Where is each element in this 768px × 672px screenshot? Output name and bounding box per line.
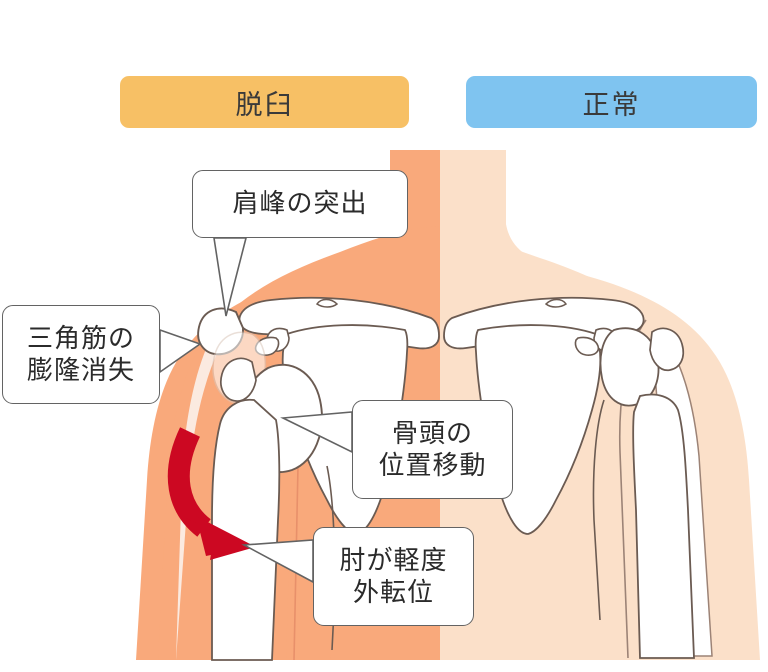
callout-humeral-head-text: 骨頭の 位置移動 (378, 417, 487, 480)
callout-deltoid: 三角筋の 膨隆消失 (2, 305, 160, 404)
clavicle-tubercle-normal (544, 298, 568, 308)
header-pill-normal: 正常 (466, 76, 757, 128)
motion-arrow (167, 427, 254, 560)
header-label-dislocated: 脱臼 (235, 89, 294, 120)
leader-humeral-head (280, 411, 353, 454)
callout-acromion: 肩峰の突出 (192, 170, 408, 238)
callout-acromion-text: 肩峰の突出 (232, 188, 368, 219)
leader-acromion (213, 237, 248, 317)
leader-deltoid (159, 328, 202, 374)
glenoid-notch-normal (574, 336, 600, 356)
callout-elbow: 肘が軽度 外転位 (313, 527, 474, 626)
axillary-border-normal (592, 399, 605, 621)
clavicle-tubercle-dislocated (315, 298, 339, 308)
header-label-normal: 正常 (582, 89, 641, 120)
callout-deltoid-text: 三角筋の 膨隆消失 (26, 322, 135, 385)
humerus-shaft-normal (632, 393, 695, 659)
body-normal-side (440, 150, 760, 660)
callout-humeral-head: 骨頭の 位置移動 (352, 400, 513, 499)
greater-tubercle-normal (649, 327, 685, 372)
leader-elbow (241, 539, 314, 584)
neck-normal (440, 150, 506, 230)
callout-elbow-text: 肘が軽度 外転位 (339, 544, 448, 607)
greater-tubercle-dislocated (220, 357, 257, 402)
header-pill-dislocated: 脱臼 (120, 76, 409, 128)
humerus-shaft-dislocated (211, 398, 281, 661)
